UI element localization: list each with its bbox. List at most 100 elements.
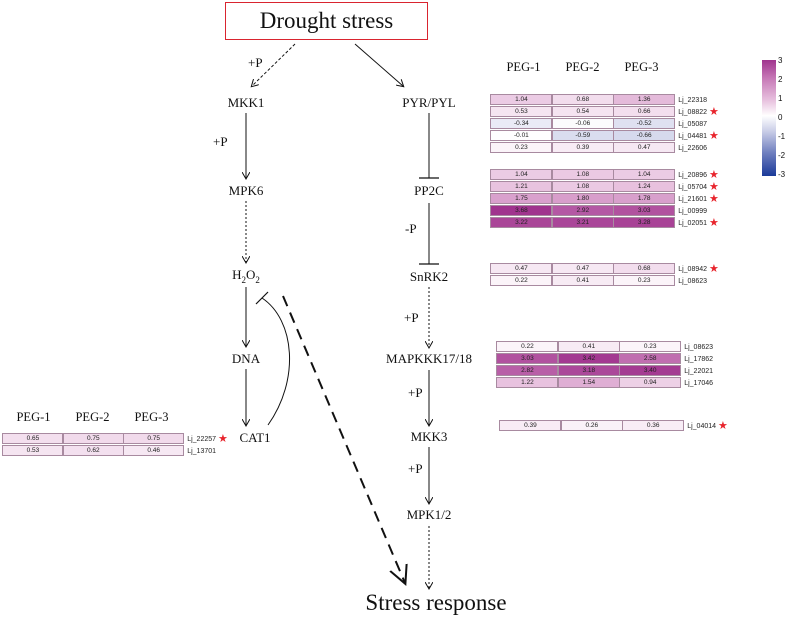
edge-cat1-inhibits-h2o2	[261, 297, 291, 426]
heatmap-cell: 1.36	[613, 94, 676, 106]
edge-drought-pyr	[354, 43, 403, 86]
heatmap-cell: 0.53	[490, 106, 553, 118]
star-icon: ★	[709, 262, 719, 275]
heatmap-cell: -0.01	[490, 130, 553, 142]
heatmap-cell: 0.22	[496, 341, 559, 353]
node-snrk2: SnRK2	[409, 269, 449, 284]
heatmap-cell: 0.46	[123, 445, 185, 457]
legend-tick: 2	[778, 75, 783, 84]
heatmap-cell: 0.94	[619, 377, 682, 389]
gene-label: Lj_22021	[684, 367, 714, 375]
heatmap-cell: 0.75	[123, 433, 185, 445]
column-header: PEG-1	[506, 60, 541, 74]
heatmap-cell: 1.21	[490, 181, 553, 193]
column-header: PEG-2	[75, 410, 110, 424]
heatmap-cell: 2.92	[551, 205, 614, 217]
heatmap-cell: 0.41	[551, 275, 614, 287]
heatmap-cell: 0.39	[499, 420, 562, 432]
heatmap-cell: -0.52	[613, 118, 676, 130]
column-header: PEG-3	[134, 410, 169, 424]
heatmap-cell: -0.59	[551, 130, 614, 142]
heatmap-cell: 3.42	[557, 353, 620, 365]
star-icon: ★	[218, 432, 228, 445]
gene-label: Lj_22318	[678, 96, 708, 104]
star-icon: ★	[709, 216, 719, 229]
heatmap-cell: 0.47	[490, 263, 553, 275]
edge-drought-mkk1	[252, 43, 296, 86]
gene-label: Lj_05704	[678, 183, 708, 191]
column-header: PEG-2	[565, 60, 600, 74]
legend-tick: -2	[778, 151, 786, 160]
heatmap-cell: 1.54	[557, 377, 620, 389]
legend-tick: -1	[778, 132, 786, 141]
heatmap-cell: 1.04	[613, 169, 676, 181]
heatmap-cell: 1.75	[490, 193, 553, 205]
gene-label: Lj_04481	[678, 132, 708, 140]
heatmap-cell: 0.47	[613, 142, 676, 154]
heatmap-cell: 3.03	[613, 205, 676, 217]
heatmap-cell: 2.82	[496, 365, 559, 377]
heatmap-cell: 0.36	[622, 420, 685, 432]
heatmap-cell: -0.06	[551, 118, 614, 130]
node-cat1: CAT1	[239, 430, 271, 445]
edge-h2o2-stress-response	[282, 295, 405, 583]
gene-label: Lj_08623	[684, 343, 714, 351]
heatmap-cell: 0.53	[2, 445, 64, 457]
column-header: PEG-1	[16, 410, 51, 424]
legend-tick: 0	[778, 113, 783, 122]
heatmap-cell: 0.23	[613, 275, 676, 287]
edge-label-p-drought-mkk1: +P	[248, 55, 263, 70]
heatmap-cell: 1.08	[551, 169, 614, 181]
star-icon: ★	[718, 419, 728, 432]
node-mapkkk17-18: MAPKKK17/18	[386, 351, 472, 366]
gene-label: Lj_13701	[187, 447, 217, 455]
gene-label: Lj_08623	[678, 277, 708, 285]
heatmap-cell: 3.21	[551, 217, 614, 229]
column-header: PEG-3	[624, 60, 659, 74]
heatmap-cell: 0.41	[557, 341, 620, 353]
node-pyr-pyl: PYR/PYL	[402, 95, 456, 110]
heatmap-cell: 1.24	[613, 181, 676, 193]
heatmap-cell: 0.54	[551, 106, 614, 118]
legend-tick: 3	[778, 56, 783, 65]
heatmap-cell: 1.78	[613, 193, 676, 205]
legend-tick: 1	[778, 94, 783, 103]
heatmap-cell: 0.26	[560, 420, 623, 432]
edge-label-minus-p: -P	[405, 221, 417, 236]
stress-response-label: Stress response	[365, 590, 507, 615]
heatmap-cell: 0.62	[62, 445, 124, 457]
gene-label: Lj_05087	[678, 120, 708, 128]
gene-label: Lj_08822	[678, 108, 708, 116]
heatmap-cell: 1.04	[490, 169, 553, 181]
inhibit-bar-h2o2	[255, 291, 269, 305]
gene-label: Lj_20896	[678, 171, 708, 179]
gene-label: Lj_21601	[678, 195, 708, 203]
star-icon: ★	[709, 192, 719, 205]
legend-tick: -3	[778, 170, 786, 179]
node-pp2c: PP2C	[414, 183, 444, 198]
star-icon: ★	[709, 180, 719, 193]
heatmap-cell: -0.34	[490, 118, 553, 130]
heatmap-cell: 3.40	[619, 365, 682, 377]
color-scale-legend	[762, 60, 776, 176]
star-icon: ★	[709, 168, 719, 181]
heatmap-cell: 0.75	[62, 433, 124, 445]
node-mkk3: MKK3	[410, 429, 448, 444]
